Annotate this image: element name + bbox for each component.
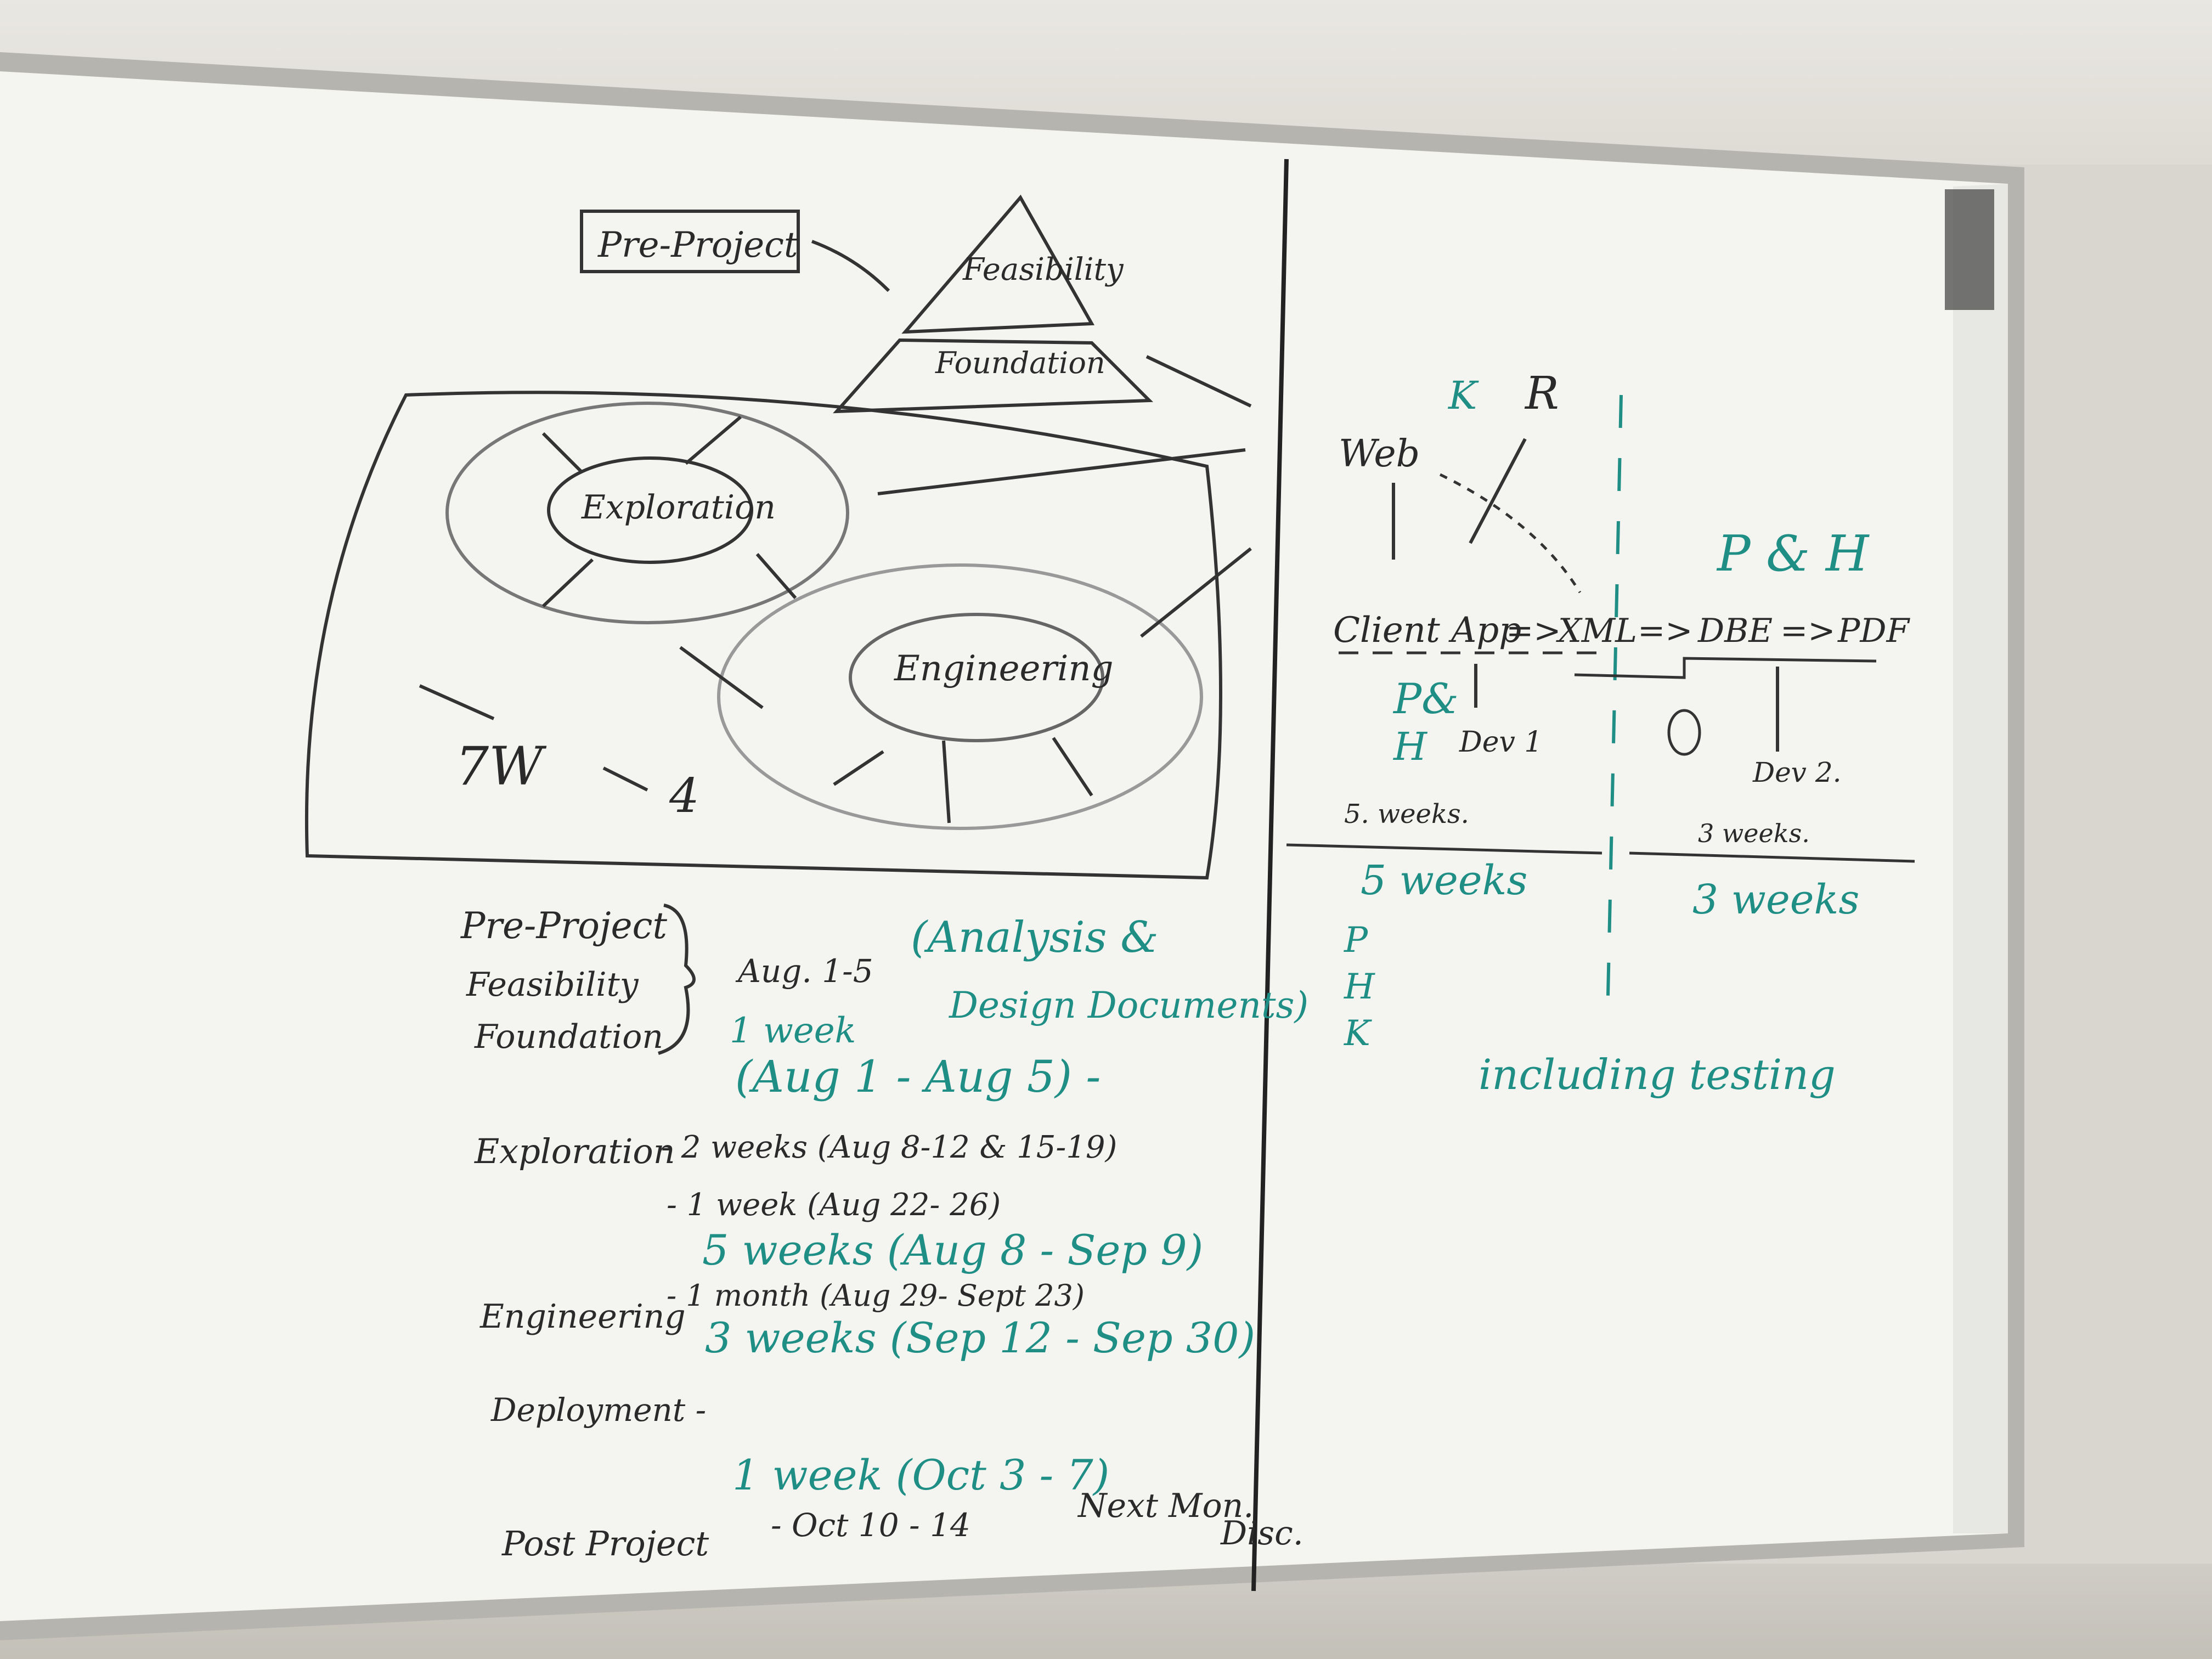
pre-phase-item: Feasibility [466, 966, 639, 1004]
pre-project-box-label: Pre-Project [597, 225, 798, 266]
five-weeks-green-label: 5 weeks [1361, 857, 1527, 904]
pyramid-arrow [811, 240, 890, 292]
arrow-label: => [1780, 612, 1836, 650]
five-weeks-black-label: 5. weeks. [1344, 799, 1469, 830]
slash-arrow [1469, 438, 1527, 544]
exploration-spoke [541, 558, 594, 608]
one-week-note: 1 week [730, 1011, 856, 1051]
dbe-label: DBE [1697, 612, 1773, 650]
post-project-dates: - Oct 10 - 14 [771, 1506, 970, 1544]
ph-top-label: P & H [1716, 525, 1870, 583]
engineering-schedule-label: Engineering [479, 1297, 686, 1336]
feasibility-triangle [901, 194, 1095, 334]
margin-stroke [419, 684, 495, 720]
phk-letter: K [1344, 1013, 1372, 1054]
pre-dates: Aug. 1-5 [735, 952, 873, 990]
engineering-label: Engineering [894, 648, 1114, 689]
deployment-label: Deployment - [490, 1391, 706, 1429]
xml-label: XML [1556, 612, 1637, 650]
k-label: K [1447, 373, 1479, 418]
exploration-spoke [685, 415, 742, 465]
engineering-core [849, 613, 1104, 742]
feasibility-label: Feasibility [962, 252, 1124, 287]
pre-project-box [580, 210, 800, 273]
web-label: Web [1339, 432, 1420, 476]
board-shade-right [1953, 184, 2008, 1533]
engineering-spoke [942, 740, 951, 823]
database-icon [1667, 709, 1701, 756]
three-weeks-green-label: 3 weeks [1692, 876, 1859, 923]
exploration-schedule-line: - 2 weeks (Aug 8-12 & 15-19) [661, 1130, 1117, 1165]
exploration-spoke [755, 553, 797, 599]
arrow-label: => [1506, 612, 1561, 650]
ph-left-label: H [1392, 724, 1428, 769]
schedule: Pre-Project Feasibility Foundation Aug. … [460, 904, 1308, 1564]
analysis-note: (Analysis & [911, 913, 1159, 962]
three-weeks-black-label: 3 weeks. [1698, 819, 1810, 848]
board-sticker [1945, 189, 1994, 310]
phase-brace [658, 904, 696, 1055]
pipeline-diagram: Web K R Client App => XML => DBE => PDF … [1286, 368, 1915, 1099]
foundation-trapezoid [833, 338, 1153, 414]
dotted-return-arrow [1439, 473, 1582, 594]
exploration-ring [445, 402, 849, 624]
dev1-label: Dev 1 [1459, 726, 1542, 759]
dev2-label: Dev 2. [1752, 757, 1842, 788]
four-note: 4 [669, 769, 699, 823]
engineering-ring [717, 563, 1203, 830]
pdf-label: PDF [1837, 612, 1910, 650]
margin-stroke [602, 766, 648, 792]
deployment-green-note: 1 week (Oct 3 - 7) [732, 1451, 1109, 1499]
exploration-core [547, 456, 753, 564]
ring-pointer-arrow [1146, 355, 1252, 408]
step-underline [1574, 657, 1877, 679]
pyramid-diagram [580, 194, 1153, 414]
arrow-label: => [1638, 612, 1693, 650]
phase-rings-diagram [304, 355, 1252, 880]
engineering-schedule-line: - 1 month (Aug 29- Sept 23) [667, 1278, 1085, 1313]
inner-arrow [679, 646, 764, 709]
design-docs-note: Design Documents) [949, 984, 1308, 1026]
outer-region [304, 391, 1222, 880]
exploration-schedule-line: - 1 week (Aug 22- 26) [667, 1187, 1001, 1223]
green-dashed-divider [1606, 394, 1623, 1021]
engineering-spoke [833, 750, 884, 786]
exploration-label: Exploration [581, 488, 776, 527]
three-weeks-span [1629, 851, 1915, 863]
disc-note: Disc. [1220, 1514, 1304, 1553]
r-label: R [1524, 368, 1559, 420]
exploration-schedule-label: Exploration [474, 1131, 675, 1171]
board-surface [0, 71, 2008, 1621]
post-project-label: Post Project [501, 1523, 709, 1564]
five-weeks-span [1286, 843, 1602, 855]
ph-left-label: P& [1392, 674, 1459, 723]
ring-pointer-arrow [1140, 547, 1252, 638]
ring-pointer-arrow [877, 448, 1246, 495]
pre-phase-item: Foundation [474, 1018, 663, 1056]
phk-letter: H [1344, 967, 1375, 1007]
exploration-green-note: 5 weeks (Aug 8 - Sep 9) [702, 1226, 1203, 1274]
engineering-spoke [1052, 737, 1093, 797]
phk-letter: P [1344, 920, 1368, 961]
exploration-spoke [541, 432, 583, 473]
seven-w-note: 7W [455, 736, 547, 797]
foundation-label: Foundation [935, 346, 1105, 380]
client-app-label: Client App [1333, 610, 1521, 651]
pre-phase-item: Pre-Project [460, 905, 667, 947]
including-testing-note: including testing [1479, 1050, 1836, 1099]
divider-line [1251, 159, 1289, 1592]
aug-range-note: (Aug 1 - Aug 5) - [735, 1051, 1101, 1102]
engineering-green-note: 3 weeks (Sep 12 - Sep 30) [705, 1313, 1255, 1362]
next-mon-note: Next Mon. [1077, 1487, 1254, 1525]
